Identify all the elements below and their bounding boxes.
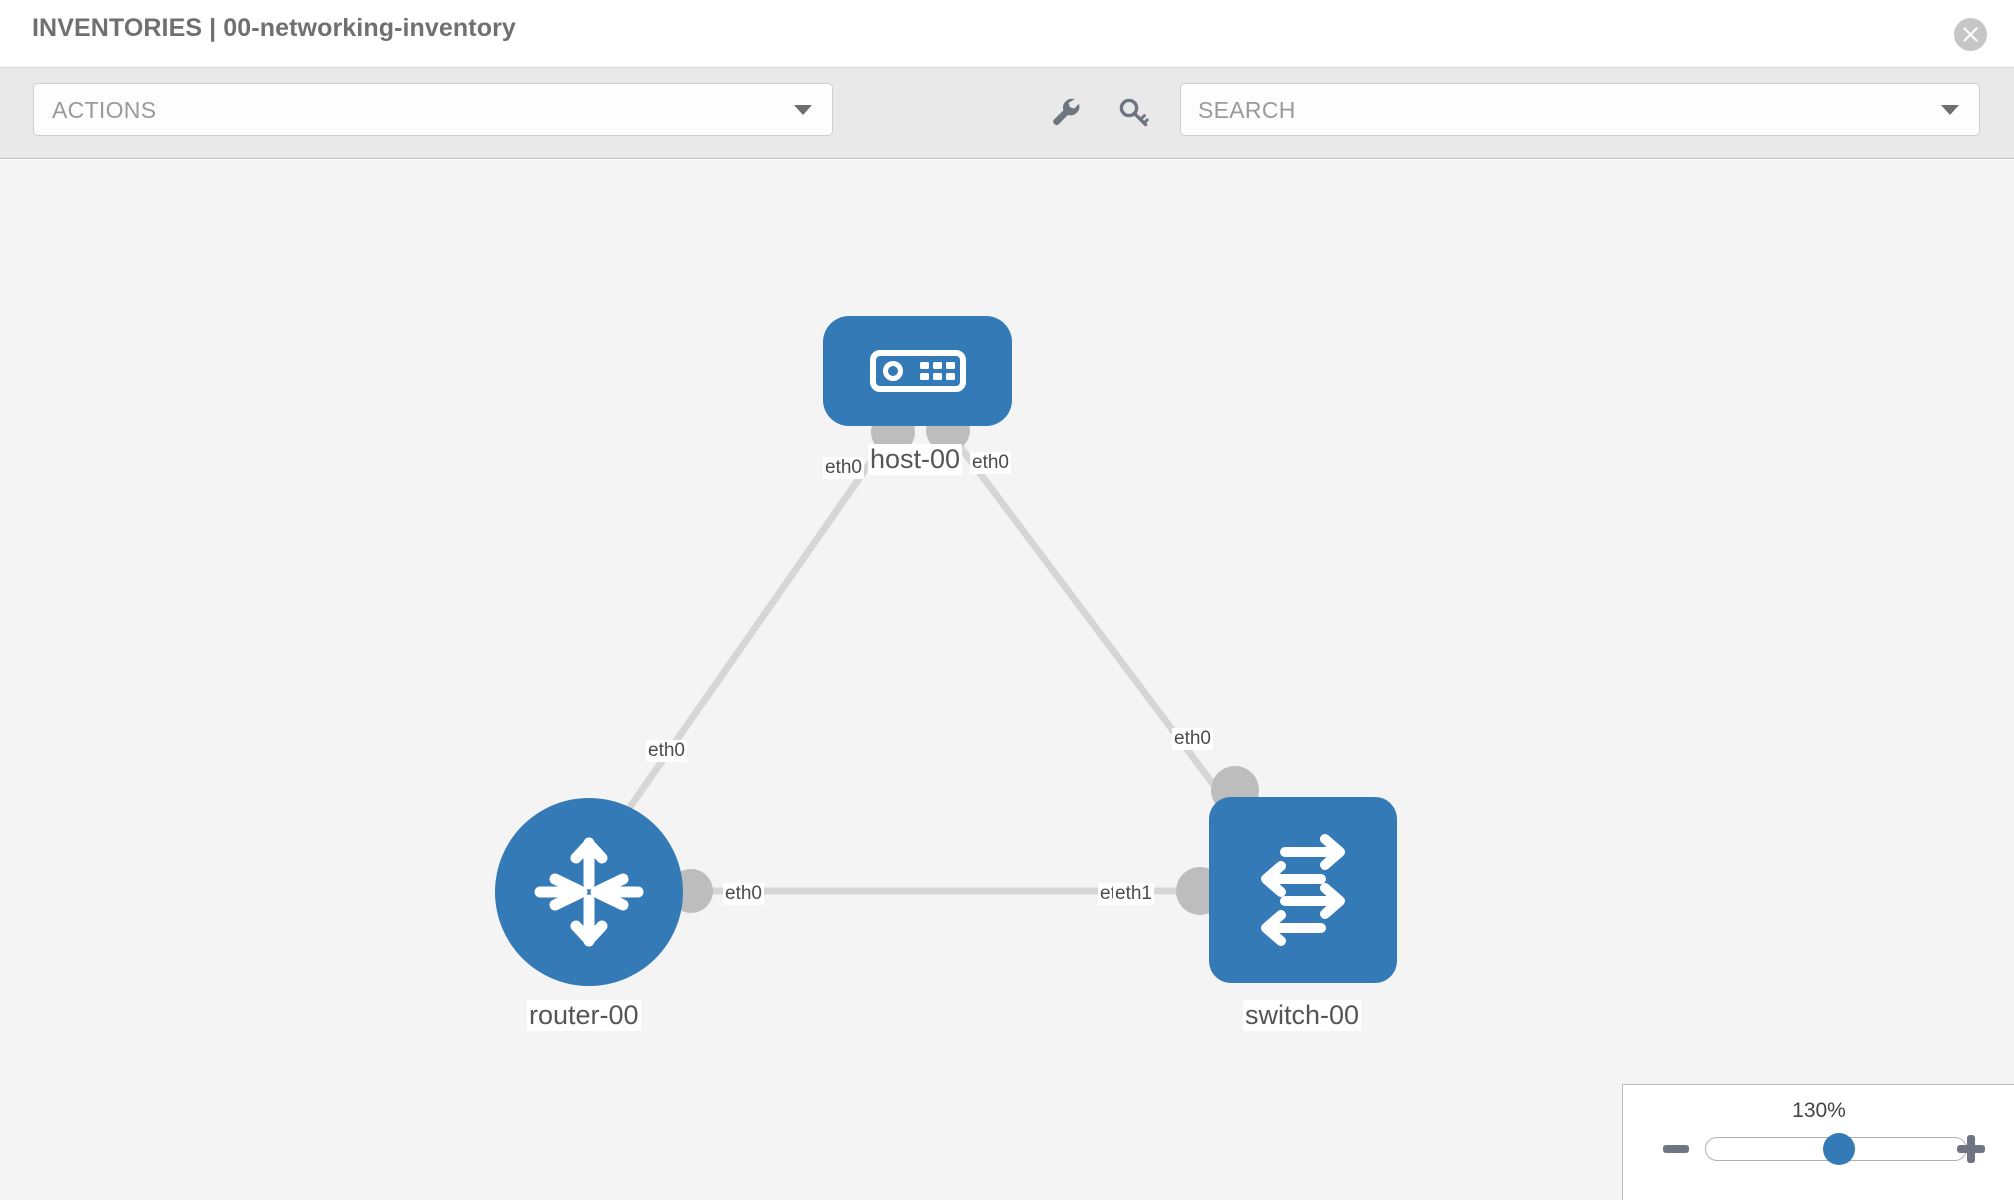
link-label-switch-up-eth: eth0 — [1172, 728, 1213, 750]
zoom-in-button[interactable] — [1957, 1135, 1985, 1163]
wrench-icon[interactable] — [1049, 95, 1083, 129]
link-label-switch-left-eth: eth1 — [1113, 883, 1154, 905]
zoom-level-value: 130% — [1792, 1099, 1846, 1122]
switch-node-shape — [1209, 797, 1397, 983]
node-label-switch-00: switch-00 — [1243, 1000, 1362, 1031]
actions-dropdown-label: ACTIONS — [52, 97, 157, 123]
node-host-00[interactable] — [823, 316, 1012, 426]
router-node-shape — [495, 798, 683, 986]
search-input[interactable]: SEARCH — [1180, 83, 1980, 136]
link-host-switch — [937, 417, 1243, 823]
search-placeholder: SEARCH — [1198, 97, 1296, 123]
link-label-router-right-eth: eth0 — [723, 883, 764, 905]
page-title: INVENTORIES | 00-networking-inventory — [32, 14, 516, 42]
link-host-router — [597, 417, 903, 853]
page-header: INVENTORIES | 00-networking-inventory — [0, 0, 2014, 68]
host-node-shape — [823, 316, 1012, 426]
topology-canvas[interactable]: host-00 router-00 switch-00 eth0 eth0 et… — [0, 160, 2014, 1200]
link-label-router-up-eth: eth0 — [646, 740, 687, 762]
key-icon[interactable] — [1117, 95, 1151, 129]
link-label-host-right-eth: eth0 — [970, 452, 1011, 474]
zoom-slider-thumb[interactable] — [1823, 1133, 1855, 1165]
chevron-down-icon[interactable] — [1941, 105, 1959, 115]
actions-dropdown[interactable]: ACTIONS — [33, 83, 833, 136]
zoom-out-button[interactable] — [1663, 1145, 1689, 1153]
server-icon — [869, 350, 966, 392]
link-label-host-left-eth: eth0 — [823, 457, 864, 479]
node-label-host-00: host-00 — [868, 444, 963, 475]
zoom-control-panel: 130% — [1622, 1084, 2014, 1200]
router-arrows-icon — [534, 837, 644, 947]
close-icon[interactable] — [1954, 18, 1987, 51]
switch-arrows-icon — [1261, 834, 1345, 946]
node-router-00[interactable] — [495, 798, 683, 986]
node-switch-00[interactable] — [1209, 797, 1397, 983]
node-label-router-00: router-00 — [527, 1000, 641, 1031]
chevron-down-icon — [794, 105, 812, 115]
